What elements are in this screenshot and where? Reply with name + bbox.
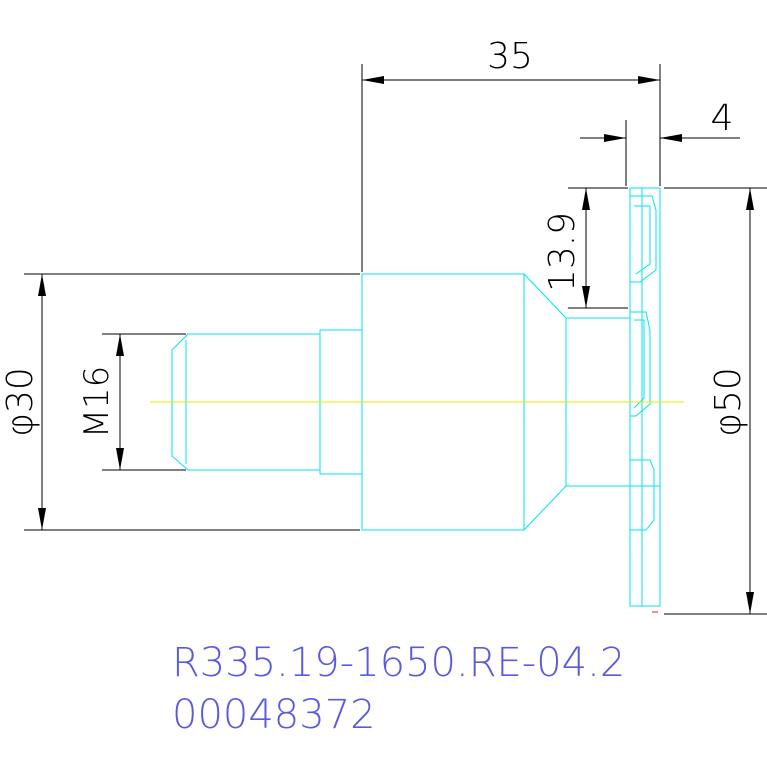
part-outline bbox=[171, 187, 661, 607]
article-number: 00048372 bbox=[172, 692, 376, 738]
dimension-flange-diameter-label: φ50 bbox=[708, 367, 749, 437]
dimension-thread-label: M16 bbox=[77, 366, 117, 439]
insert-middle-inner bbox=[633, 319, 645, 409]
dimension-flange-thickness: 4 bbox=[580, 98, 740, 186]
dimension-overall-length-label: 35 bbox=[487, 36, 533, 77]
flange-lower-detail bbox=[630, 459, 655, 531]
dimension-offset: 13.9 bbox=[542, 187, 628, 309]
dimension-shank-diameter: φ30 bbox=[0, 273, 360, 531]
part-number: R335.19-1650.RE-04.2 bbox=[172, 640, 625, 686]
dimension-offset-label: 13.9 bbox=[542, 212, 583, 292]
dimension-overall-length: 35 bbox=[361, 36, 661, 272]
insert-middle bbox=[630, 311, 651, 417]
insert-upper-inner bbox=[634, 205, 651, 275]
dimension-shank-diameter-label: φ30 bbox=[0, 367, 41, 437]
dimension-thread: M16 bbox=[77, 333, 186, 471]
insert-upper bbox=[630, 195, 657, 283]
thread-section bbox=[171, 333, 320, 471]
dimension-flange-thickness-label: 4 bbox=[711, 98, 734, 139]
flange bbox=[629, 187, 661, 607]
dimension-flange-diameter: φ50 bbox=[664, 187, 767, 615]
